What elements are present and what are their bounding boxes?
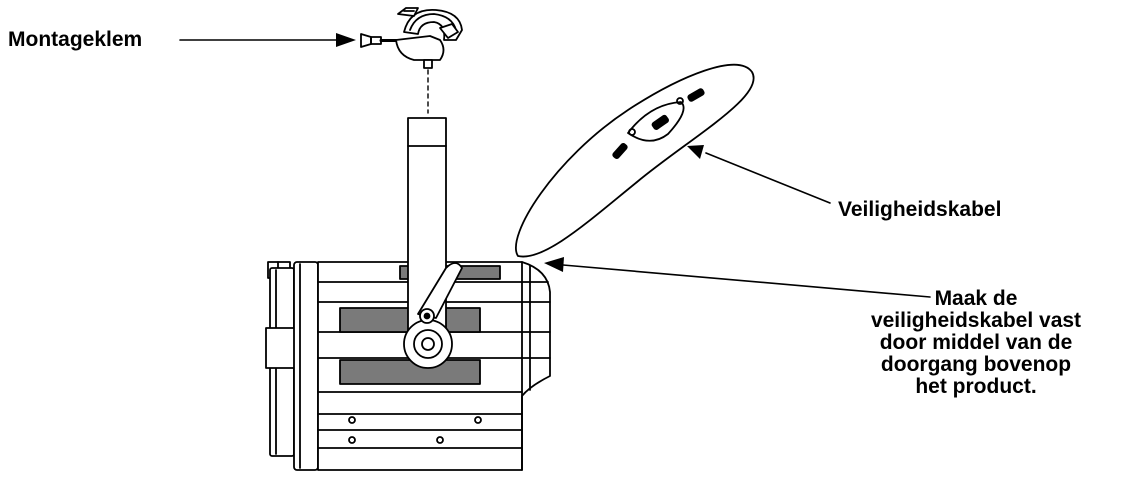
attach-instruction-label: Maak de veiligheidskabel vast door midde… [826, 288, 1123, 398]
mounting-clamp-label: Montageklem [8, 28, 143, 51]
instruction-line: het product. [915, 375, 1037, 398]
instruction-line: Maak de [934, 287, 1018, 310]
safety-cable [515, 63, 755, 258]
mounting-clamp [360, 7, 463, 69]
yoke [403, 117, 463, 369]
clamp-leader-arrow [179, 33, 356, 47]
instruction-line: door middel van de [879, 331, 1073, 354]
instruction-line: veiligheidskabel vast [870, 309, 1082, 332]
cable-leader-arrow [687, 145, 831, 204]
instruction-line: doorgang bovenop [880, 353, 1072, 376]
safety-cable-label: Veiligheidskabel [838, 198, 1002, 221]
attach-point-leader-arrow [544, 257, 931, 298]
